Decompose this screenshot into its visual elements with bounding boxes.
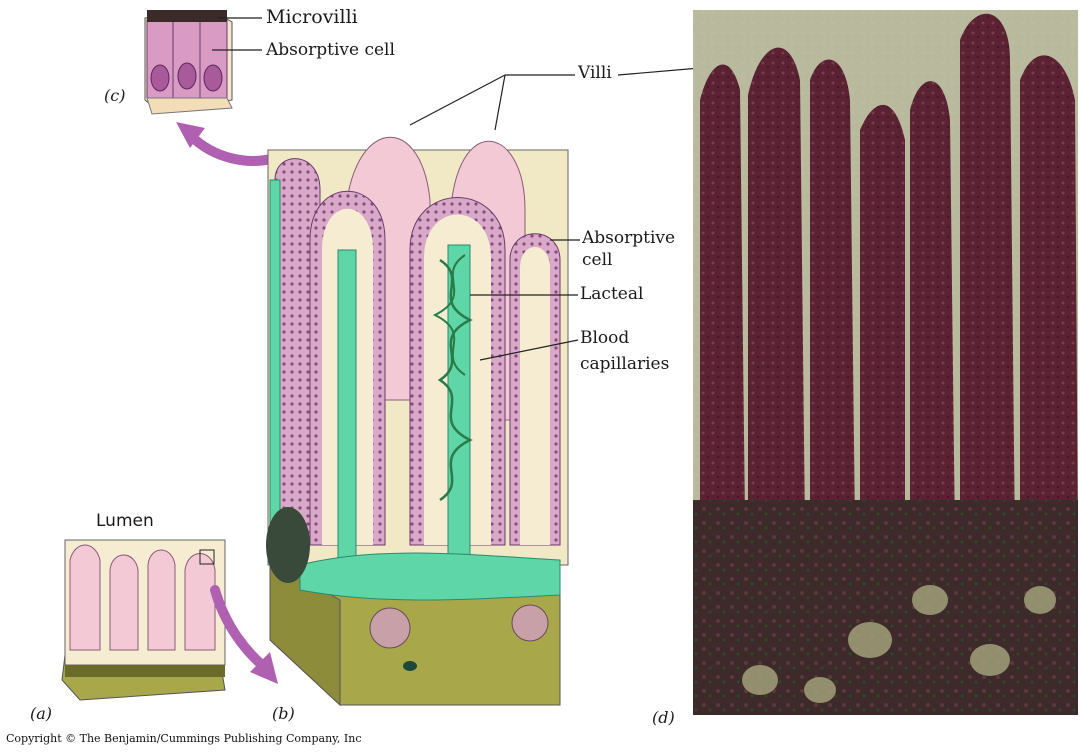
panel-d-micrograph (693, 10, 1078, 715)
panel-a-label: (a) (30, 704, 52, 723)
panel-a-block (62, 540, 225, 700)
lumen-label: Lumen (96, 511, 154, 531)
villi-leader-2 (495, 75, 505, 130)
villi-leader-4 (618, 68, 700, 75)
villi-leader-1 (410, 75, 505, 125)
blood-capillaries-label-1: Blood (580, 328, 629, 348)
panel-c-label: (c) (104, 86, 125, 105)
panel-d-label: (d) (652, 708, 675, 727)
microvilli-label: Microvilli (266, 6, 358, 28)
panel-b-villi-block (266, 137, 568, 705)
absorptive-cell-b-label-1: Absorptive (582, 228, 675, 248)
absorptive-cell-c-label: Absorptive cell (266, 40, 395, 60)
absorptive-cell-b-label-2: cell (582, 250, 612, 270)
blood-capillaries-label-2: capillaries (580, 354, 669, 374)
panel-c-cell-block (145, 10, 232, 114)
copyright-text: Copyright © The Benjamin/Cummings Publis… (6, 732, 362, 745)
villi-label: Villi (578, 63, 612, 83)
panel-b-label: (b) (272, 704, 295, 723)
arrow-b-to-c (190, 135, 275, 161)
lacteal-label: Lacteal (580, 284, 643, 304)
